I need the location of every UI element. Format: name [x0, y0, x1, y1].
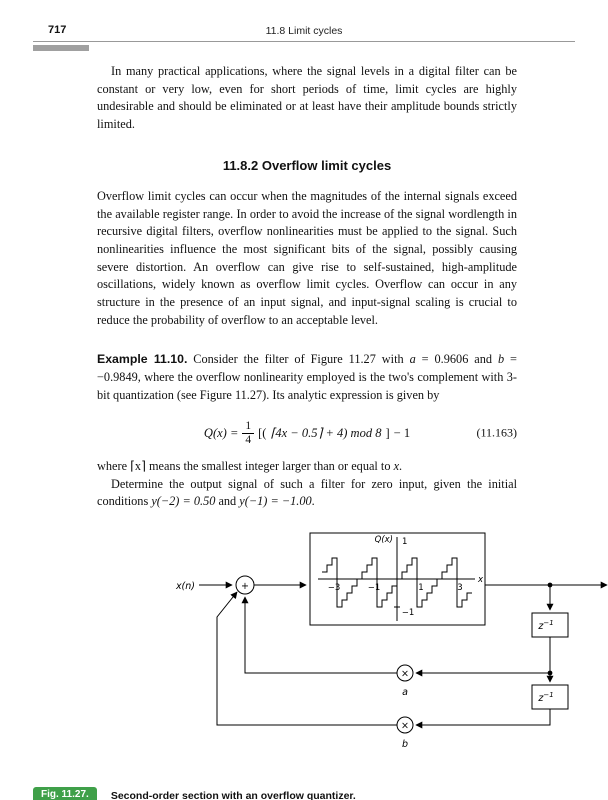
- fraction-numerator: 1: [242, 420, 255, 434]
- note-text-1: where: [97, 458, 131, 473]
- var-a: a: [409, 352, 416, 367]
- summing-node: +: [235, 575, 255, 595]
- determine-paragraph: Determine the output signal of such a fi…: [97, 476, 517, 511]
- ceiling-note-paragraph: where ⌈x⌉ means the smallest integer lar…: [97, 458, 517, 476]
- determine-text-3: .: [311, 494, 315, 509]
- section-paragraph: Overflow limit cycles can occur when the…: [97, 188, 517, 330]
- equation-lhs: Q(x) =: [203, 425, 239, 440]
- plot-tick-1: 1: [418, 583, 423, 593]
- svg-text:z−1: z−1: [537, 691, 553, 704]
- equation-close-bracket: ]: [385, 425, 390, 440]
- delay2-exponent: −1: [543, 691, 553, 699]
- equation-11-163: Q(x) = 1 4 [(⌈4x − 0.5⌉ + 4) mod 8] − 1 …: [97, 420, 517, 447]
- delay1-exponent: −1: [543, 619, 553, 627]
- multiplier-a: × a: [396, 664, 414, 698]
- coefficient-a-label: a: [402, 687, 408, 698]
- feedback-a-path: [241, 596, 397, 674]
- delay-block-2: z−1: [531, 684, 569, 710]
- equation-body: Q(x) = 1 4 [(⌈4x − 0.5⌉ + 4) mod 8] − 1: [204, 420, 410, 447]
- var-b: b: [497, 352, 505, 367]
- ceiling-symbol: ⌈x⌉: [130, 458, 146, 473]
- delay2-base: z: [537, 693, 544, 704]
- section-text: Overflow limit cycles can occur when the…: [97, 188, 517, 327]
- equation-tail: − 1: [393, 425, 411, 440]
- note-text-3: .: [399, 458, 403, 473]
- times-b-sign: ×: [401, 721, 409, 732]
- example-text-1: Consider the filter of Figure 11.27 with: [187, 352, 410, 367]
- coefficient-b-label: b: [402, 739, 408, 750]
- plot-tick-minus3: −3: [328, 583, 341, 593]
- determine-text-1: Determine the output signal of such a fi…: [97, 476, 517, 509]
- plot-tick-3: 3: [457, 583, 462, 593]
- figure-caption-row: Fig. 11.27. Second-order section with an…: [33, 787, 575, 800]
- initial-condition-1: y(−2) = 0.50: [151, 494, 216, 509]
- equation-open-bracket: [(: [258, 425, 267, 440]
- note-text-2: means the smallest integer larger than o…: [145, 458, 394, 473]
- section-heading: 11.8.2 Overflow limit cycles: [222, 157, 392, 173]
- input-label: x(n): [175, 581, 195, 592]
- times-a-sign: ×: [401, 669, 409, 680]
- fraction: 1 4: [242, 420, 255, 447]
- overflow-quantizer-block: Q(x) 1 −3 −1 1 3 x −1: [309, 532, 486, 626]
- example-paragraph: Example 11.10. Consider the filter of Fi…: [97, 351, 517, 404]
- figure-11-27-diagram: x(n) +: [155, 525, 608, 777]
- example-text-3: = −0.9849, where the overflow nonlineari…: [97, 352, 517, 402]
- delay2-to-mult-b-path: [415, 709, 551, 729]
- delay1-base: z: [537, 621, 544, 632]
- multiplier-b: × b: [396, 716, 414, 750]
- svg-text:z−1: z−1: [537, 619, 553, 632]
- initial-condition-2: y(−1) = −1.00: [239, 494, 312, 509]
- plot-title: Q(x): [375, 535, 393, 545]
- page-header: 717 11.8 Limit cycles: [33, 24, 575, 42]
- var-x: x: [393, 458, 400, 473]
- equation-number: (11.163): [476, 425, 517, 440]
- figure-caption-text: Second-order section with an overflow qu…: [110, 790, 356, 800]
- overflow-staircase-curve: [322, 557, 472, 608]
- page-content: In many practical applications, where th…: [97, 63, 608, 777]
- plot-tick-minus1: −1: [368, 583, 381, 593]
- determine-text-2: and: [215, 494, 240, 509]
- plot-x-label: x: [477, 575, 484, 585]
- header-accent-bar: [33, 45, 89, 51]
- equation-inner: ⌈4x − 0.5⌉ + 4) mod 8: [270, 426, 382, 441]
- plot-top-one-label: 1: [402, 537, 407, 547]
- feedback-b-path: [216, 591, 397, 726]
- figure-label-badge: Fig. 11.27.: [33, 787, 97, 800]
- intro-paragraph: In many practical applications, where th…: [97, 63, 517, 134]
- block-diagram-svg: x(n) +: [175, 532, 608, 750]
- intro-text: In many practical applications, where th…: [97, 64, 517, 132]
- plot-neg1-label: −1: [402, 608, 415, 618]
- example-label: Example 11.10.: [97, 352, 188, 367]
- page-number: 717: [48, 24, 67, 36]
- example-text-2: = 0.9606 and: [415, 352, 498, 367]
- delay-block-1: z−1: [531, 612, 569, 638]
- plus-sign: +: [241, 581, 249, 592]
- fraction-denominator: 4: [245, 433, 252, 446]
- running-head: 11.8 Limit cycles: [265, 25, 343, 37]
